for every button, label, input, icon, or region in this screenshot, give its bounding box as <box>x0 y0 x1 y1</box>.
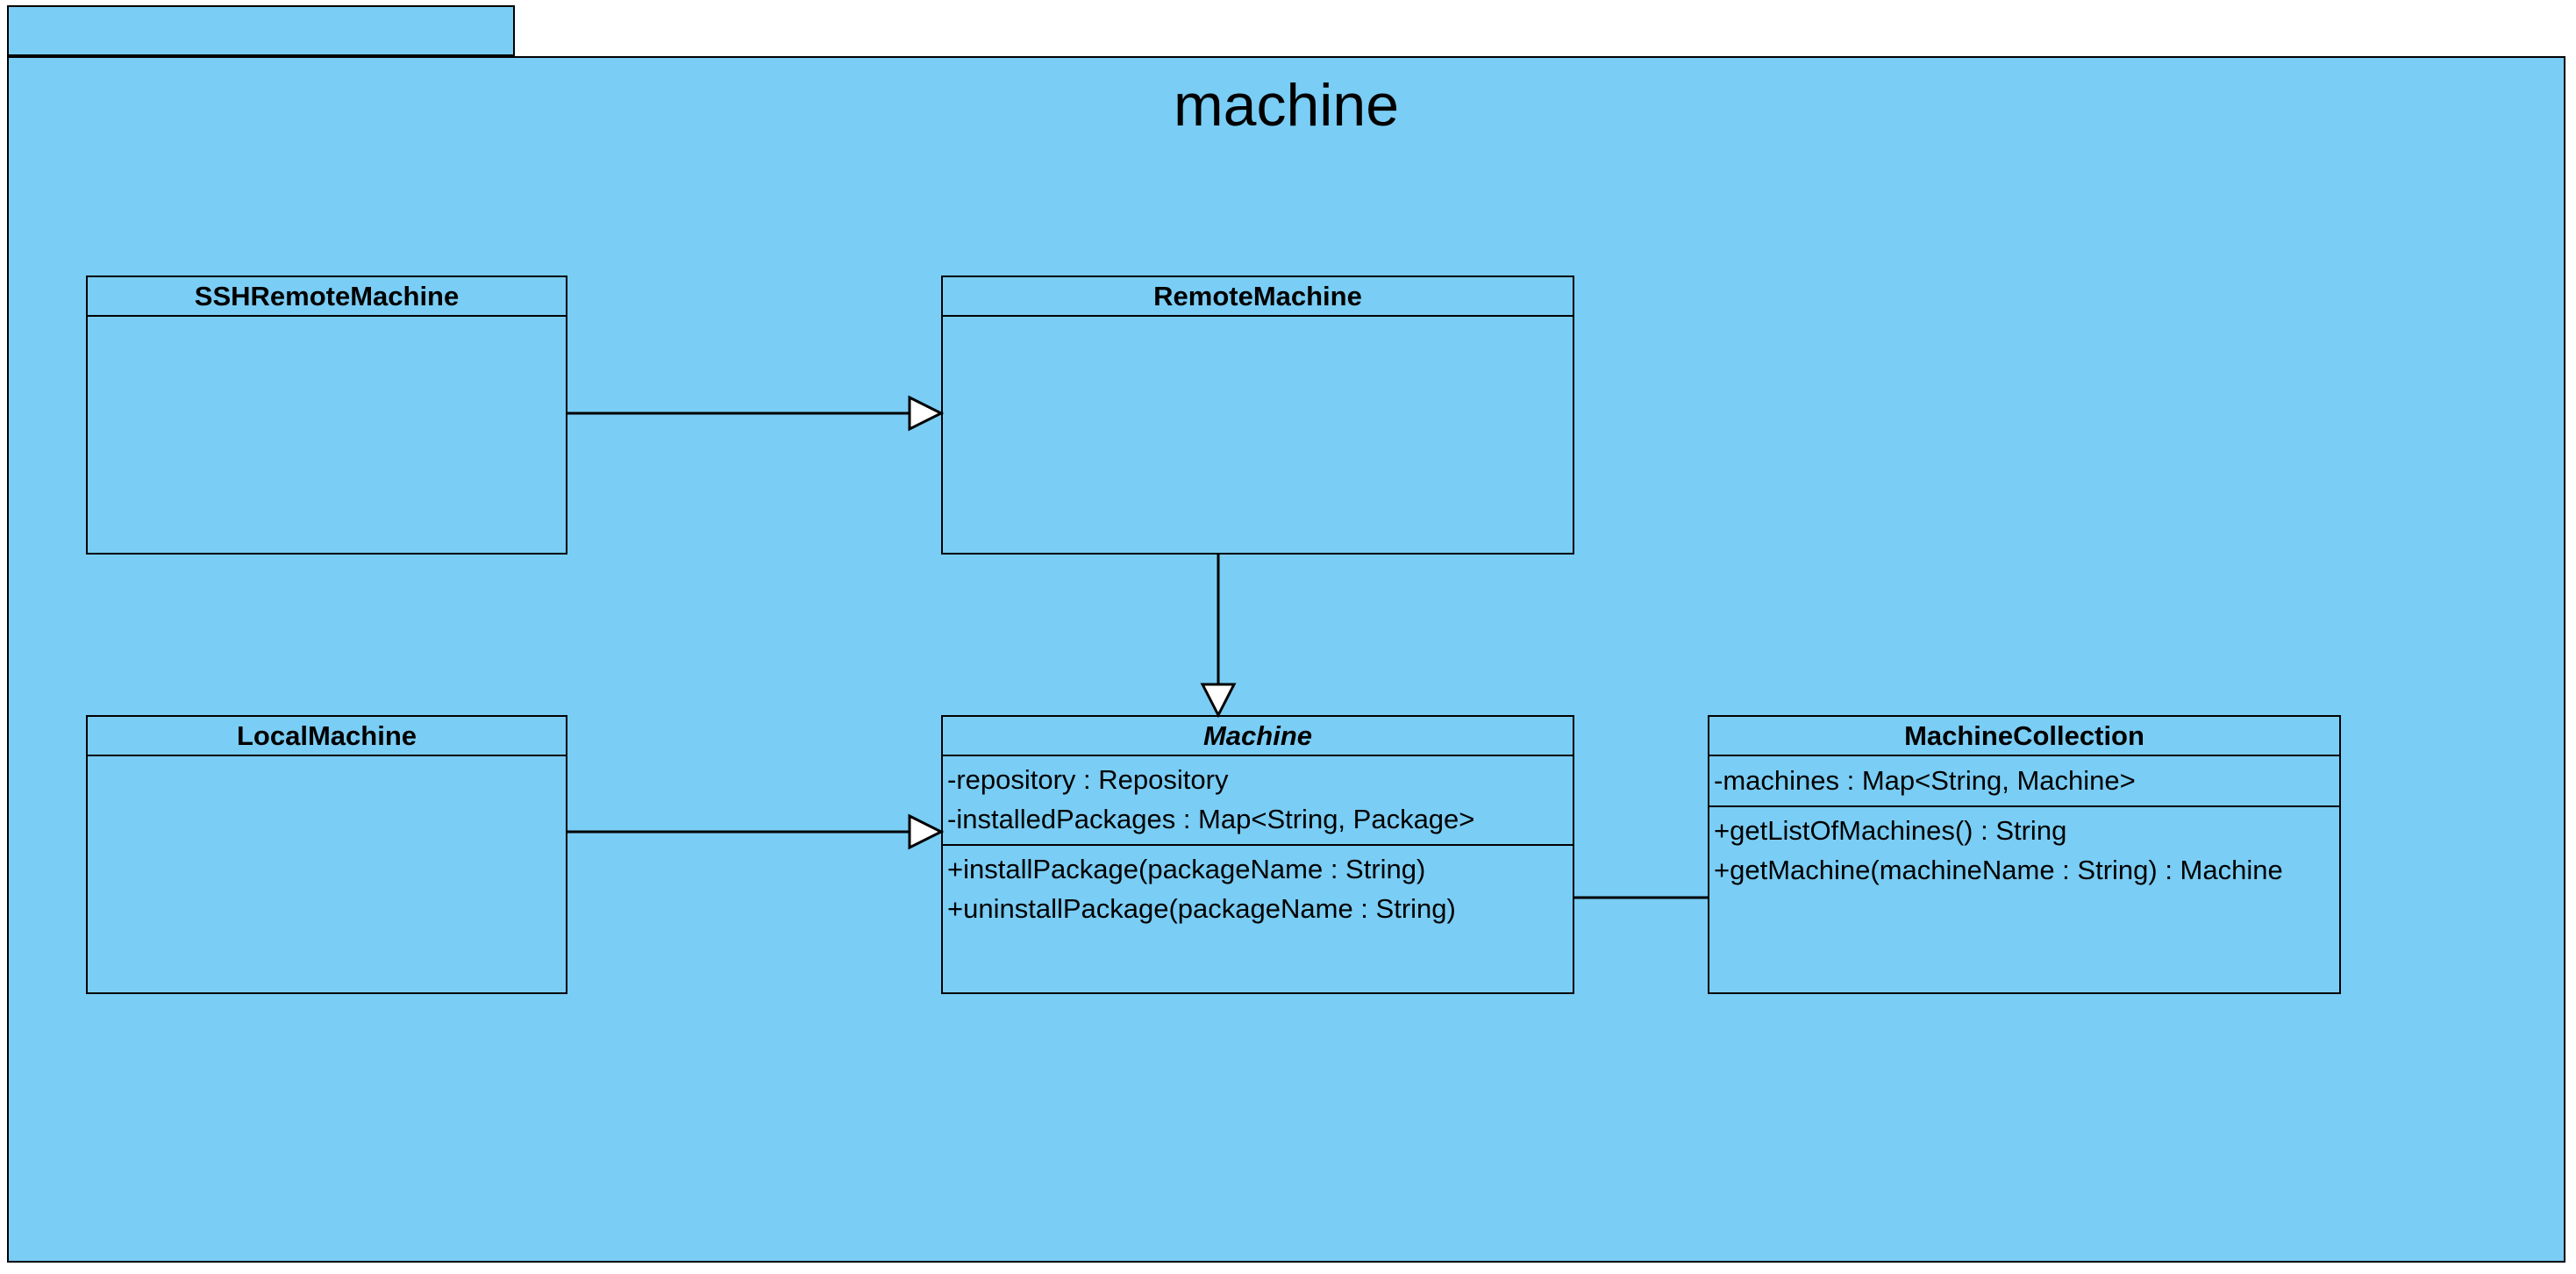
operation: +uninstallPackage(packageName : String) <box>947 893 1456 924</box>
package-name: machine <box>1173 72 1400 139</box>
class-name: LocalMachine <box>88 717 566 756</box>
operation: +getMachine(machineName : String) : Mach… <box>1714 855 2283 885</box>
attribute: -repository : Repository <box>947 764 1229 795</box>
attribute: -installedPackages : Map<String, Package… <box>947 804 1475 834</box>
class-sshremotemachine[interactable]: SSHRemoteMachine <box>86 276 567 555</box>
class-localmachine[interactable]: LocalMachine <box>86 715 567 994</box>
operations-compartment: +installPackage(packageName : String) +u… <box>943 846 1573 934</box>
class-name: Machine <box>943 717 1573 756</box>
class-name: MachineCollection <box>1709 717 2339 756</box>
operation: +getListOfMachines() : String <box>1714 815 2067 846</box>
class-name: SSHRemoteMachine <box>88 277 566 317</box>
class-machine[interactable]: Machine -repository : Repository -instal… <box>941 715 1574 994</box>
package-tab <box>7 5 515 56</box>
attributes-compartment: -machines : Map<String, Machine> <box>1709 756 2339 807</box>
class-machinecollection[interactable]: MachineCollection -machines : Map<String… <box>1708 715 2341 994</box>
class-remotemachine[interactable]: RemoteMachine <box>941 276 1574 555</box>
attribute: -machines : Map<String, Machine> <box>1714 765 2136 796</box>
class-name: RemoteMachine <box>943 277 1573 317</box>
operations-compartment: +getListOfMachines() : String +getMachin… <box>1709 807 2339 895</box>
operation: +installPackage(packageName : String) <box>947 854 1426 884</box>
attributes-compartment: -repository : Repository -installedPacka… <box>943 756 1573 846</box>
package-frame <box>7 56 2565 1263</box>
